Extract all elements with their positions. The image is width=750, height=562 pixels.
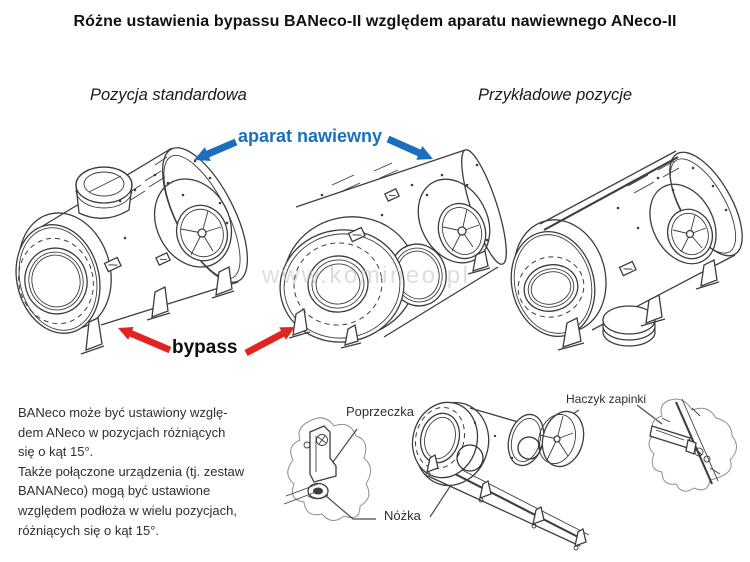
rivet-dots xyxy=(616,166,728,230)
foot-highlight-circle xyxy=(456,444,484,472)
mounting-detail-drawing xyxy=(283,398,737,551)
rivet-dots xyxy=(118,159,229,240)
ventilation-unit-drawing-example-1 xyxy=(279,149,507,349)
hook-label: Haczyk zapinki xyxy=(566,392,647,406)
column-heading-examples: Przykładowe pozycje xyxy=(478,86,633,104)
column-heading-standard: Pozycja standardowa xyxy=(90,86,247,104)
foot-label: Nóżka xyxy=(384,508,421,523)
crossbar-label: Poprzeczka xyxy=(346,404,414,419)
hook-highlight-circle xyxy=(517,436,541,460)
bypass-label: bypass xyxy=(172,337,238,358)
rivet-dots xyxy=(320,163,489,242)
crossbar-detail-blob xyxy=(287,417,371,521)
description-text: BANeco może być ustawiony wzglę- dem ANe… xyxy=(18,405,245,538)
ventilation-unit-drawing-example-2 xyxy=(510,150,743,351)
crossbar-leader-line xyxy=(332,428,358,463)
ventilation-unit-drawing-standard xyxy=(15,147,249,355)
detail-unit-drawing xyxy=(411,401,590,551)
supply-apparatus-label: aparat nawiewny xyxy=(238,126,383,146)
page-title: Różne ustawienia bypassu BANeco-II wzglę… xyxy=(73,13,677,30)
watermark-text: www.komineo.pl xyxy=(262,262,471,289)
